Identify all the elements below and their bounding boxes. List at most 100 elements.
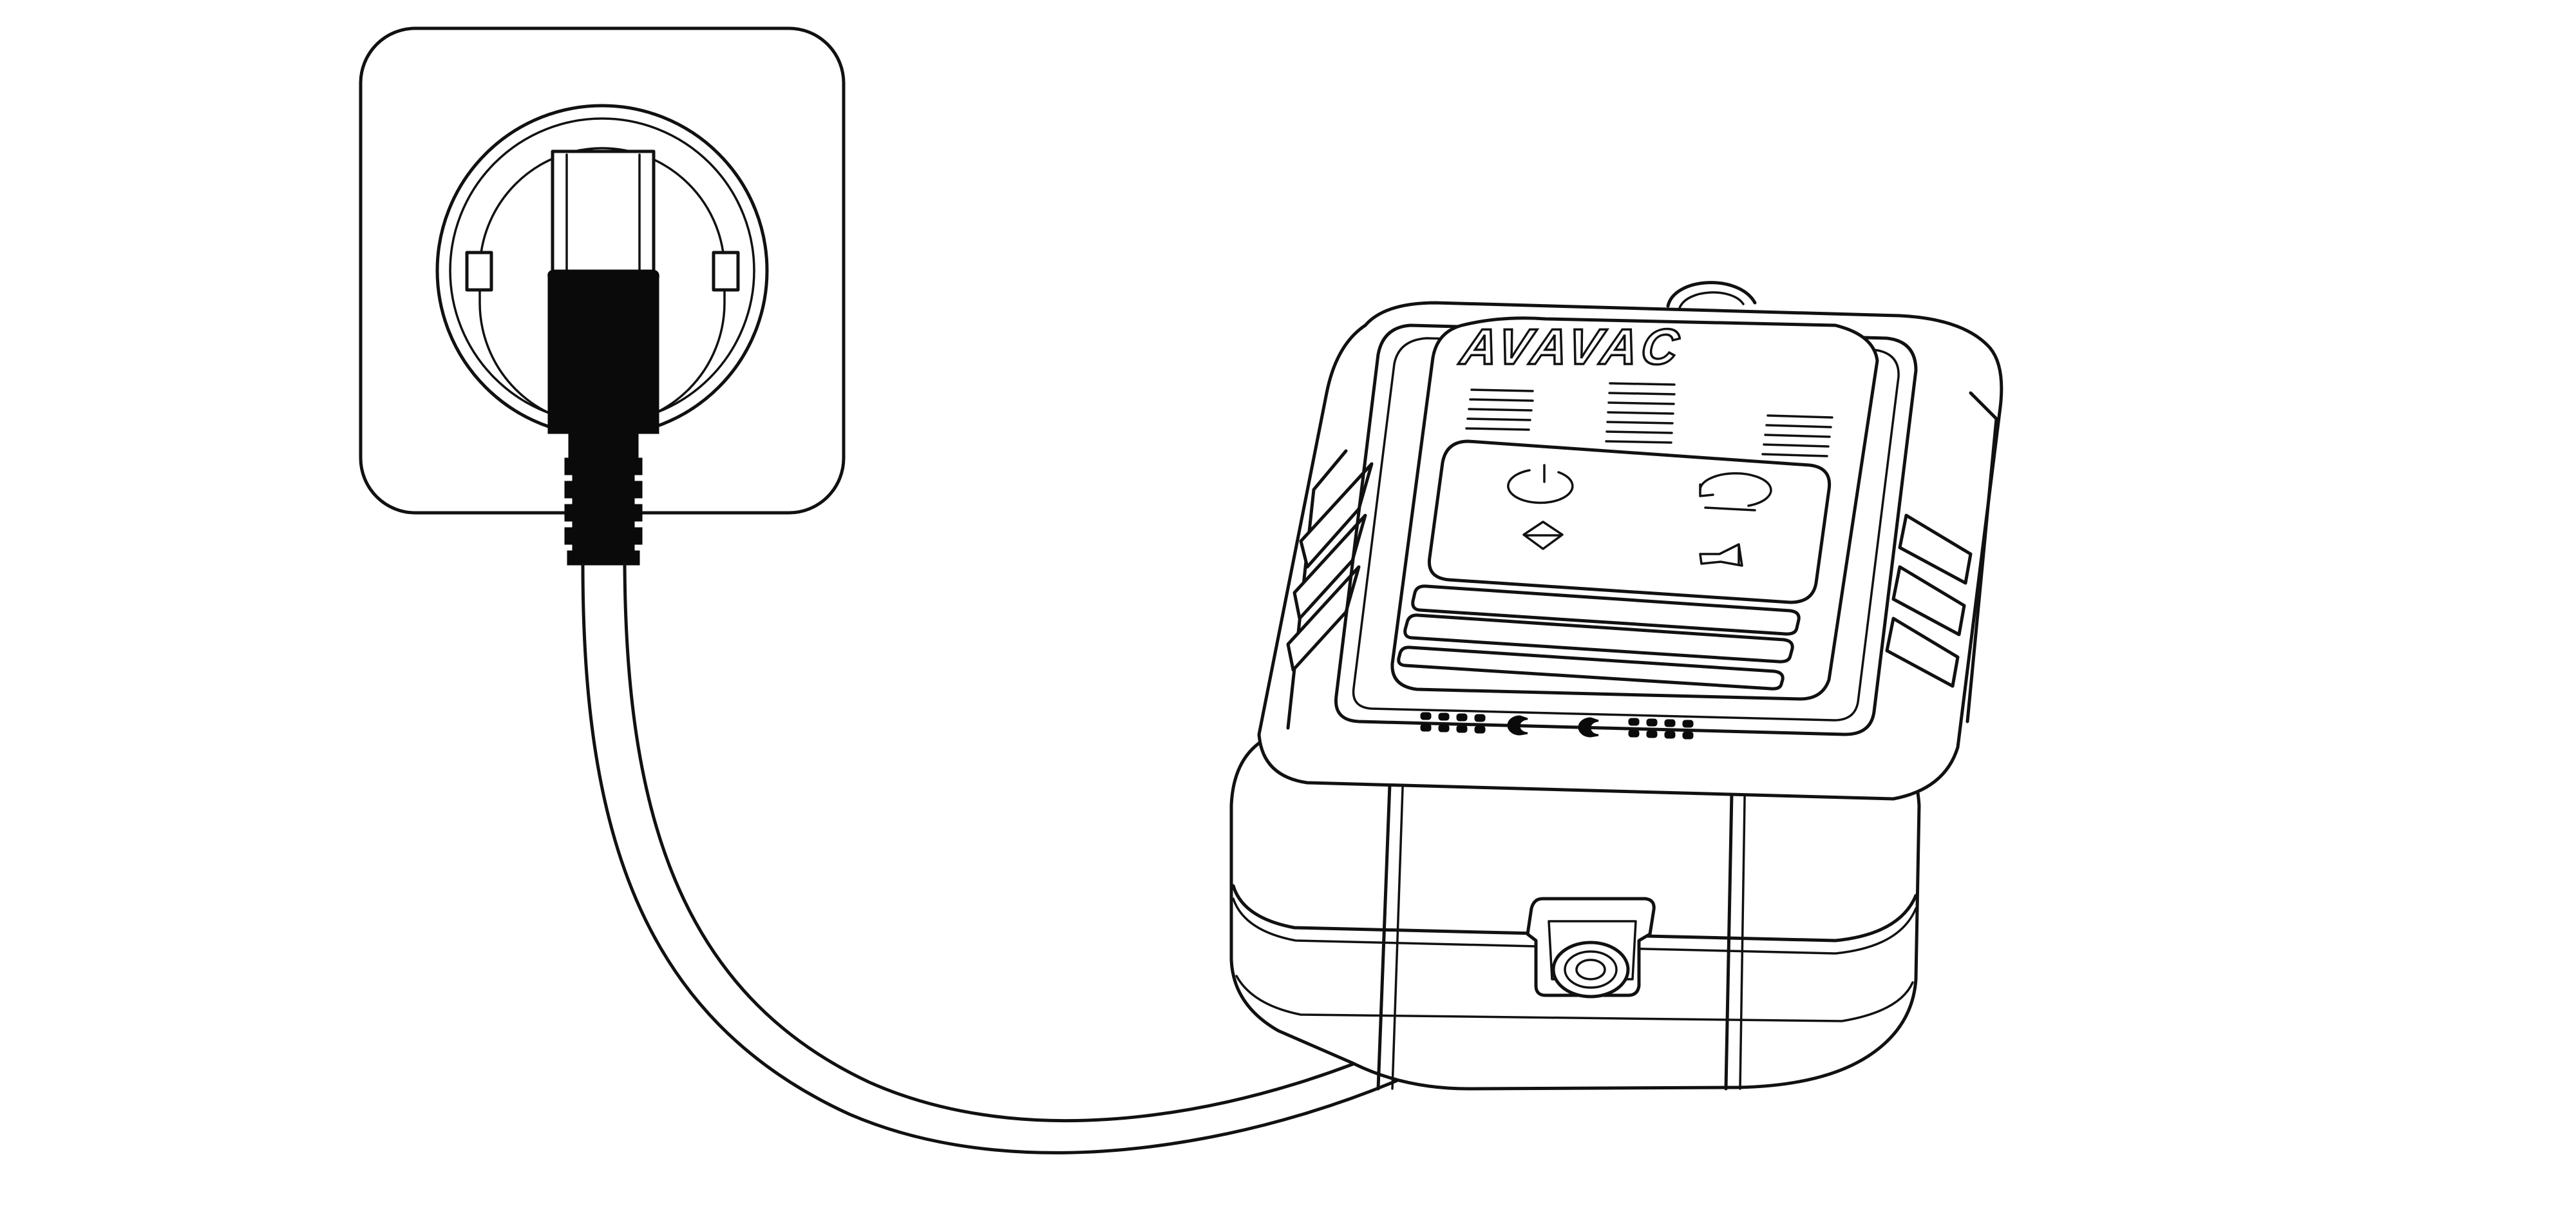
rib-5 xyxy=(567,550,640,566)
led-r1b xyxy=(1628,729,1640,738)
left-side-grip xyxy=(1286,449,1374,730)
cycle-icon xyxy=(1699,472,1772,512)
hanging-loop xyxy=(1666,281,1757,308)
vent-c-7 xyxy=(1605,440,1672,444)
vent-r-1 xyxy=(1766,414,1833,419)
cycle-icon-arrow xyxy=(1699,483,1714,497)
vent-left xyxy=(1465,388,1534,431)
led-l4b xyxy=(1474,725,1486,734)
mode-icon-diamond xyxy=(1522,521,1564,550)
rib-4 xyxy=(564,527,643,545)
brand-logo: AVAVAC xyxy=(1455,318,1687,376)
socket-ground-clip-left xyxy=(465,251,493,292)
mode-icon xyxy=(1522,521,1564,550)
plug-neck xyxy=(568,432,639,460)
vent-c-1 xyxy=(1609,382,1676,386)
led-l3b xyxy=(1456,725,1468,733)
base-groove-left xyxy=(1376,749,1393,1091)
led-l2b xyxy=(1438,724,1450,732)
led-group-center xyxy=(1507,715,1599,738)
vent-slots xyxy=(1465,382,1833,457)
vent-r-5 xyxy=(1761,453,1828,457)
brand-logo-text: AVAVAC xyxy=(1456,318,1685,375)
right-side-grip xyxy=(1885,391,1998,723)
cycle-icon-arc xyxy=(1699,472,1772,507)
led-group-left xyxy=(1420,712,1486,734)
led-indicators xyxy=(1420,712,1694,740)
status-bar-3 xyxy=(1397,646,1785,691)
grip-right-rib-1 xyxy=(1898,513,1973,585)
vent-r-2 xyxy=(1765,424,1832,428)
vent-right xyxy=(1761,414,1833,457)
socket-ground-clip-right xyxy=(712,251,740,292)
rib-3 xyxy=(564,504,643,522)
led-r3a xyxy=(1664,719,1676,727)
led-l1a xyxy=(1420,712,1432,720)
rib-gap-2 xyxy=(572,496,635,506)
base-groove-left-2 xyxy=(1391,749,1405,1090)
rib-gap-1 xyxy=(572,473,635,483)
led-r4b xyxy=(1682,731,1694,740)
led-l3a xyxy=(1456,713,1468,722)
rib-1 xyxy=(564,457,643,475)
connector-grommet-core xyxy=(1575,959,1606,981)
led-l4a xyxy=(1474,714,1486,722)
cycle-icon-base xyxy=(1704,506,1756,512)
led-center-bracket-left xyxy=(1507,715,1528,736)
plug-body xyxy=(547,269,659,434)
grip-right-rib-2 xyxy=(1891,565,1966,636)
rib-2 xyxy=(564,481,643,499)
vent-c-6 xyxy=(1605,430,1673,434)
socket-recess xyxy=(478,147,726,426)
top-face-bezel-inner xyxy=(1352,337,1900,722)
led-r2b xyxy=(1646,730,1658,738)
connector-inner xyxy=(1548,920,1637,981)
mains-plug xyxy=(547,269,659,566)
status-bars xyxy=(1397,584,1801,691)
led-r1a xyxy=(1628,718,1640,726)
vent-c-4 xyxy=(1607,411,1674,415)
vent-l-1 xyxy=(1470,388,1534,392)
vent-c-2 xyxy=(1608,392,1676,396)
control-panel-frame xyxy=(1427,439,1832,604)
led-l2a xyxy=(1438,713,1450,721)
base-seam-lower xyxy=(1235,975,1914,1022)
vent-l-5 xyxy=(1465,427,1530,431)
plug-strain-relief xyxy=(564,457,643,566)
vent-l-4 xyxy=(1466,417,1531,421)
base-seam-upper-2 xyxy=(1232,897,1917,955)
rib-gap-3 xyxy=(572,519,635,530)
cable-connector xyxy=(1526,897,1656,999)
led-r3b xyxy=(1664,731,1676,739)
vent-r-4 xyxy=(1763,443,1830,448)
vent-l-2 xyxy=(1469,398,1534,402)
led-group-right xyxy=(1628,718,1694,740)
led-r4a xyxy=(1682,720,1694,728)
horn-icon-shape xyxy=(1699,543,1743,567)
vent-l-3 xyxy=(1468,408,1533,412)
grip-right-rib-3 xyxy=(1885,617,1960,688)
horn-icon xyxy=(1699,543,1743,567)
led-l1b xyxy=(1420,723,1432,732)
rib-gap-4 xyxy=(572,542,635,553)
connector-grommet-inner xyxy=(1564,950,1618,989)
vent-c-5 xyxy=(1606,421,1674,425)
control-panel xyxy=(1427,439,1832,604)
grip-left-rib-2 xyxy=(1293,513,1367,620)
power-icon-arc xyxy=(1507,469,1574,504)
base-groove-right xyxy=(1724,758,1734,1091)
battery-charger: AVAVAC xyxy=(1229,281,2003,1091)
status-bar-1 xyxy=(1411,584,1801,636)
vent-r-3 xyxy=(1764,434,1831,438)
led-r2a xyxy=(1646,718,1658,727)
vent-c-3 xyxy=(1607,401,1675,405)
hanging-loop-inner xyxy=(1678,291,1745,309)
base-seam-upper xyxy=(1231,884,1918,942)
led-center-bracket-right xyxy=(1578,717,1599,738)
grip-left-rib-1 xyxy=(1299,462,1374,569)
top-face-bezel-outer xyxy=(1334,323,1918,736)
grip-left-rib-3 xyxy=(1286,565,1361,672)
base-groove-right-2 xyxy=(1739,759,1747,1090)
grip-right-edge xyxy=(1965,391,1998,723)
